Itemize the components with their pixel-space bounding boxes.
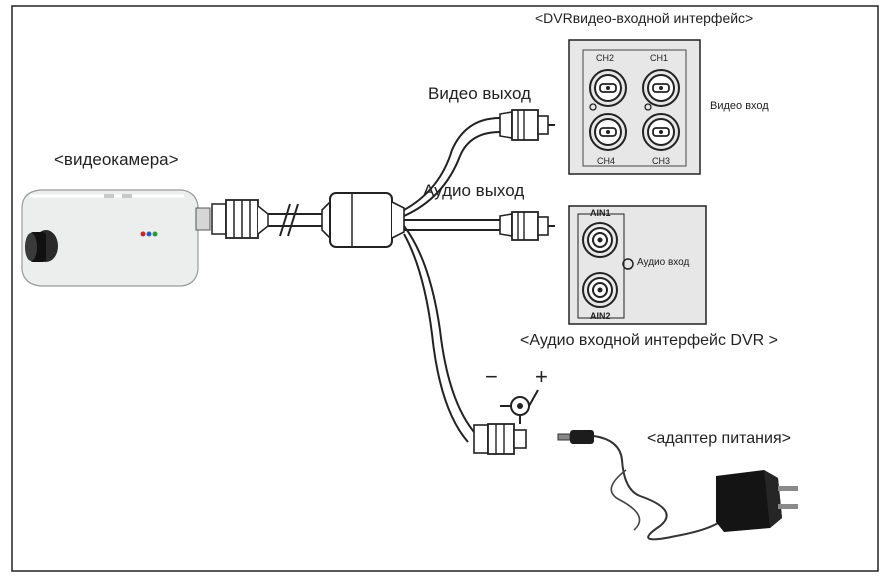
audio-input-label-ain2: AIN2 bbox=[590, 311, 611, 321]
bnc-connectors bbox=[589, 69, 680, 151]
audio-in-label: Аудио вход bbox=[637, 257, 690, 268]
polarity-minus: − bbox=[485, 364, 498, 389]
power-adapter-icon bbox=[557, 430, 798, 541]
indicator-dot bbox=[644, 103, 652, 111]
rca-jack-ain2 bbox=[582, 272, 618, 308]
polarity-symbol bbox=[500, 389, 539, 424]
audio-out-label: Аудио выход bbox=[423, 181, 525, 200]
bnc-connector-ch1 bbox=[642, 69, 680, 107]
video-out-label: Видео выход bbox=[428, 84, 531, 103]
power-adapter-label: <адаптер питания> bbox=[647, 430, 791, 447]
dvr-video-panel bbox=[568, 39, 701, 175]
bnc-connector-ch4 bbox=[589, 113, 627, 151]
channel-label-ch2: CH2 bbox=[596, 53, 615, 63]
branch-cables bbox=[403, 109, 555, 455]
channel-label-ch1: CH1 bbox=[650, 53, 669, 63]
bnc-connector-ch2 bbox=[589, 69, 627, 107]
bnc-connector-ch3 bbox=[642, 113, 680, 151]
channel-label-ch3: CH3 bbox=[652, 156, 671, 166]
diagram-border bbox=[11, 5, 879, 572]
audio-input-label-ain1: AIN1 bbox=[590, 208, 611, 218]
camera-icon bbox=[21, 189, 211, 287]
rca-jack-ain1 bbox=[582, 222, 618, 258]
video-in-label: Видео вход bbox=[710, 100, 769, 112]
main-cable bbox=[211, 192, 405, 248]
channel-label-ch4: CH4 bbox=[597, 156, 616, 166]
dvr-video-title: <DVRвидео-входной интерфейс> bbox=[535, 10, 754, 26]
indicator-dot bbox=[589, 103, 597, 111]
camera-label: <видеокамера> bbox=[54, 150, 179, 169]
polarity-plus: + bbox=[535, 364, 548, 389]
rca-jacks bbox=[582, 222, 618, 308]
dvr-audio-title: <Аудио входной интерфейс DVR > bbox=[520, 332, 778, 349]
